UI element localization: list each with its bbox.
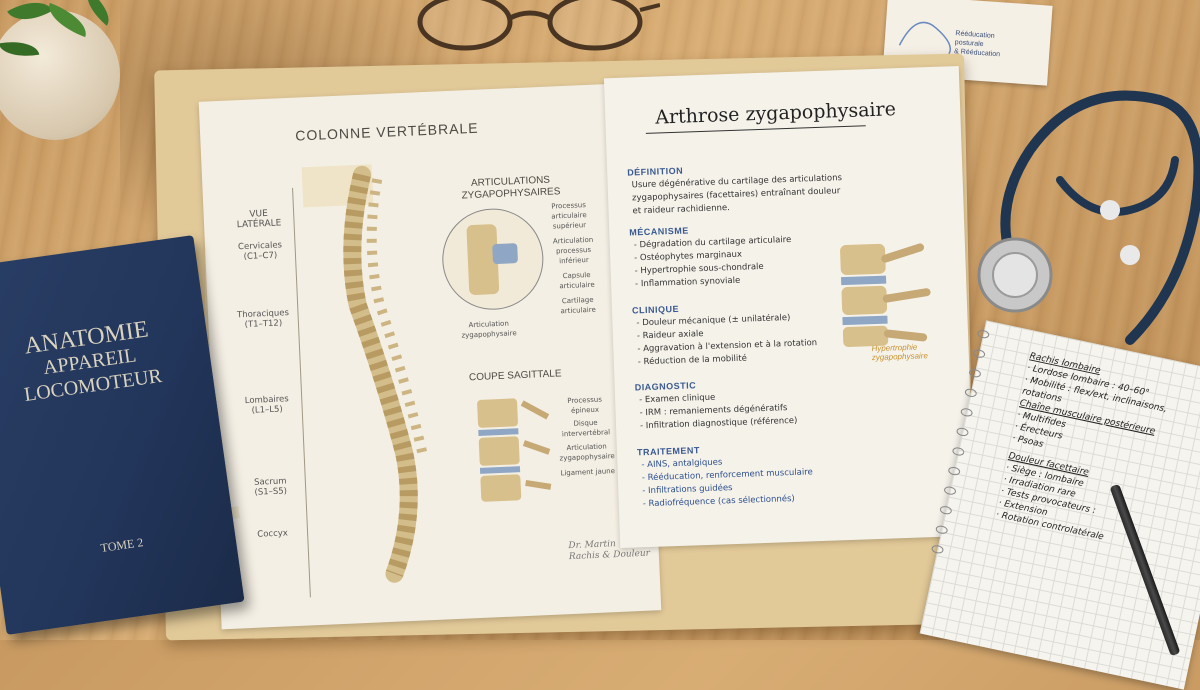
sagittal-label: Processus épineux [567,395,603,415]
card-sketch [898,21,952,55]
articulation-label: Articulation processus inférieur [552,235,594,266]
book-title: ANATOMIE APPAREIL LOCOMOTEUR [22,316,164,407]
section-text: Usure dégénérative du cartilage des arti… [631,173,843,217]
eyeglasses [417,0,660,51]
stethoscope [977,90,1200,345]
spine-anatomy-sheet: COLONNE VERTÉBRALE VUE LATÉRALE Cervical… [198,82,662,630]
section-heading: TRAITEMENT [636,445,701,458]
section-heading: MÉCANISME [629,225,689,238]
sagittal-label: Disque intervertébral [561,418,611,439]
vertebra-sketch [840,243,931,347]
notes-title: Arthrose zygapophysaire [654,98,897,129]
notebook-text: Rachis lombaire · Lordose lombaire : 40–… [994,351,1168,543]
articulations-title: ARTICULATIONS ZYGAPOPHYSAIRES [461,174,561,202]
side-view-label: VUE LATÉRALE [236,208,282,231]
spine-illustration [292,164,428,598]
section-text: - Douleur mécanique (± unilatérale)- Rai… [636,312,818,368]
sagittal-label: Ligament jaune [560,467,616,478]
plant-pot [0,10,120,140]
section-heading: DÉFINITION [627,165,684,178]
section-heading: CLINIQUE [631,303,680,316]
facet-joint-illustration [442,208,544,310]
section-heading: DIAGNOSTIC [634,380,697,393]
arthrosis-notes-sheet: Arthrose zygapophysaire DÉFINITION Usure… [603,65,976,549]
sagittal-label: Articulation zygapophysaire [559,442,615,463]
articulation-label: Capsule articulaire [559,270,595,291]
book-volume: TOME 2 [99,535,145,555]
articulation-label: Cartilage articulaire [560,295,596,316]
section-text: - Dégradation du cartilage articulaire- … [633,234,792,290]
sheet-title: COLONNE VERTÉBRALE [294,119,479,144]
figure-caption: Hypertrophie zygapophysaire [871,342,928,363]
detail-caption: Articulation zygapophysaire [461,319,517,340]
sagittal-title: COUPE SAGITTALE [468,368,562,384]
sagittal-illustration [477,398,552,502]
articulation-label: Processus articulaire supérieur [551,201,587,231]
section-text: - AINS, antalgiques- Rééducation, renfor… [641,457,813,510]
section-text: - Examen clinique- IRM : remaniements dé… [638,392,798,432]
